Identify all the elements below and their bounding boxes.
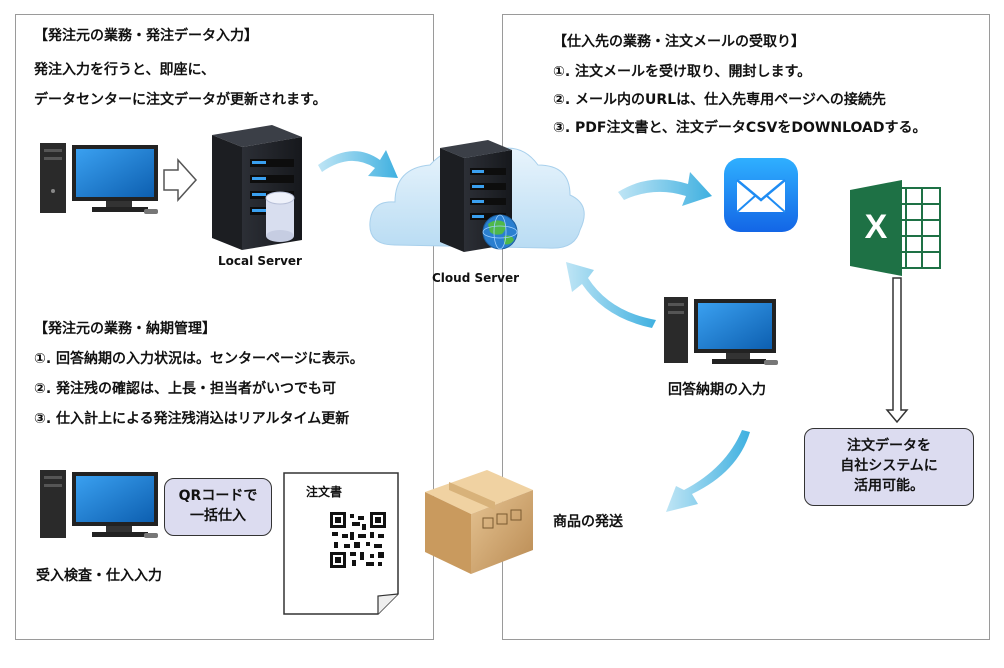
delivery-line-1: ①. 回答納期の入力状況は。センターページに表示。 (34, 351, 364, 367)
mail-icon (724, 158, 798, 232)
system-box-line-1: 注文データを (847, 438, 931, 454)
order-input-line-2: データセンターに注文データが更新されます。 (34, 92, 327, 108)
desktop-pc-icon (40, 470, 158, 538)
qr-code-icon (330, 512, 386, 568)
supplier-line-2: ②. メール内のURLは、仕入先専用ページへの接続先 (553, 92, 886, 108)
reply-label: 回答納期の入力 (668, 382, 766, 398)
qr-box-line-1: QRコードで (178, 488, 258, 504)
hollow-arrow-icon (885, 277, 909, 424)
svg-text:X: X (865, 208, 888, 246)
curved-arrow-icon (666, 430, 750, 512)
shipping-label: 商品の発送 (553, 514, 623, 530)
globe-icon (482, 214, 518, 250)
system-box-line-2: 自社システムに (840, 458, 938, 474)
order-sheet-title: 注文書 (306, 485, 343, 499)
cloud-server-label: Cloud Server (432, 271, 520, 285)
database-icon (265, 191, 295, 242)
cardboard-box-icon (425, 470, 533, 574)
curved-arrow-icon (566, 262, 656, 328)
supplier-heading: 【仕入先の業務・注文メールの受取り】 (553, 34, 805, 50)
system-use-box: 注文データを 自社システムに 活用可能。 (804, 428, 974, 506)
hollow-arrow-icon (163, 158, 198, 202)
local-server-label: Local Server (218, 254, 302, 268)
delivery-heading: 【発注元の業務・納期管理】 (34, 321, 216, 337)
curved-arrow-icon (618, 172, 712, 206)
delivery-line-2: ②. 発注残の確認は、上長・担当者がいつでも可 (34, 381, 337, 397)
qr-box-line-2: 一括仕入 (190, 508, 246, 524)
supplier-line-3: ③. PDF注文書と、注文データCSVをDOWNLOADする。 (553, 120, 927, 136)
desktop-pc-icon (664, 297, 778, 365)
excel-icon: X (850, 180, 941, 276)
curved-arrow-icon (318, 150, 398, 178)
delivery-line-3: ③. 仕入計上による発注残消込はリアルタイム更新 (34, 411, 350, 427)
desktop-pc-icon (40, 143, 158, 214)
qr-batch-box: QRコードで 一括仕入 (164, 478, 272, 536)
order-input-heading: 【発注元の業務・発注データ入力】 (34, 28, 258, 44)
receiving-label: 受入検査・仕入入力 (36, 568, 162, 584)
supplier-line-1: ①. 注文メールを受け取り、開封します。 (553, 64, 812, 80)
system-box-line-3: 活用可能。 (854, 478, 924, 494)
order-input-line-1: 発注入力を行うと、即座に、 (34, 62, 216, 78)
